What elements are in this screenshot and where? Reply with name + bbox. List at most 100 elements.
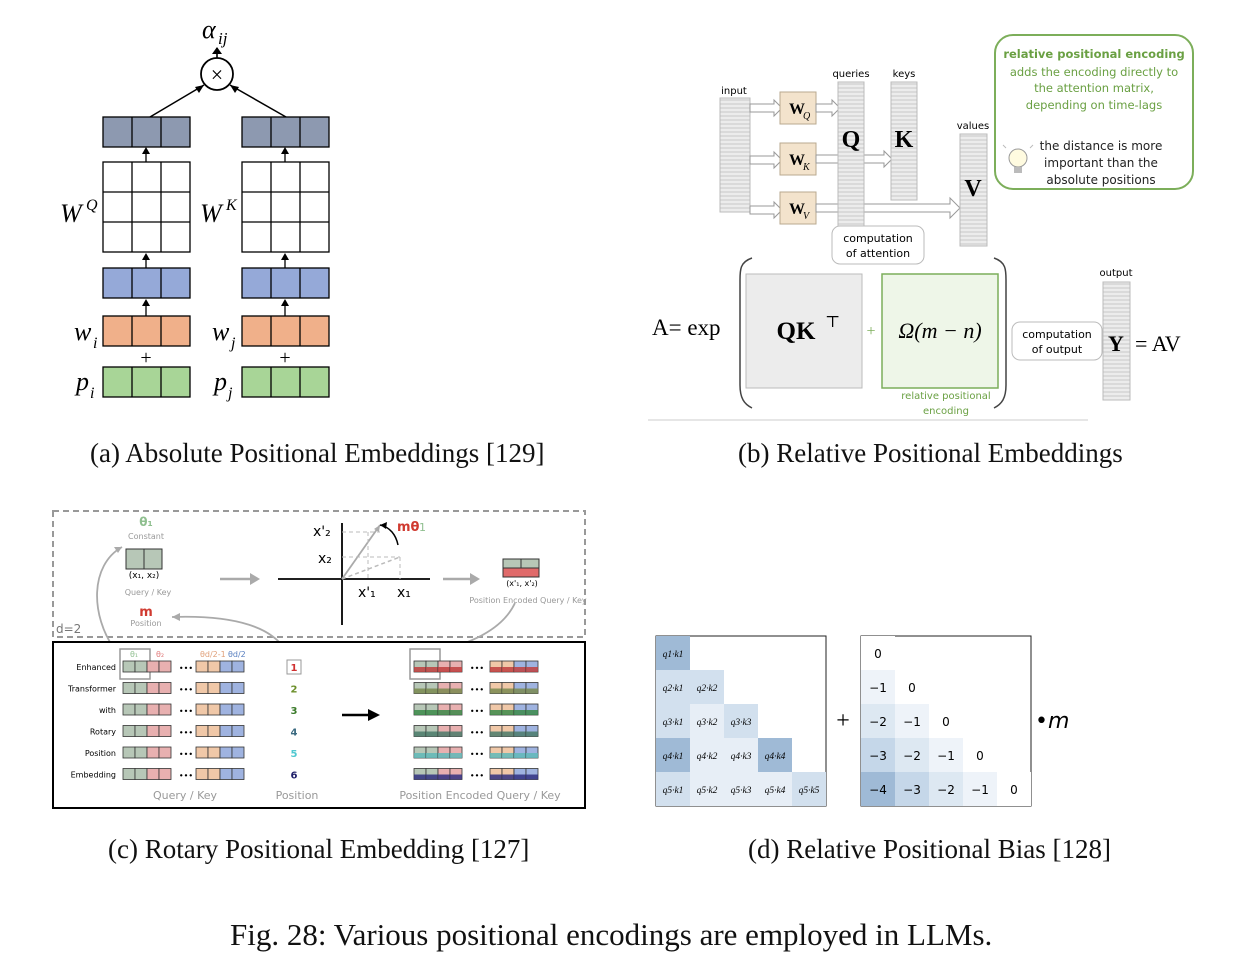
rope-input-cell: [134, 768, 148, 780]
bias-cell-label: −2: [903, 749, 921, 763]
rope-output-tint: [450, 688, 462, 694]
multiply-symbol: ×: [211, 62, 223, 87]
bias-cell-label: −2: [869, 715, 887, 729]
rope-ellipsis: •••: [179, 664, 193, 673]
rope-ellipsis: •••: [179, 729, 193, 738]
rope-word: Enhanced: [76, 663, 116, 672]
rope-ellipsis: •••: [179, 772, 193, 781]
rope-word: Embedding: [71, 771, 116, 780]
plus-green: +: [866, 323, 875, 340]
qk-cell-label: q4·k3: [731, 752, 752, 762]
word-embedding-j: [241, 315, 330, 347]
rope-output-tint: [438, 774, 450, 780]
qk-cell-label: q3·k3: [731, 718, 752, 728]
rope-word: Transformer: [67, 685, 117, 694]
qk-cell-label: q2·k2: [697, 684, 718, 694]
bias-cell: [861, 704, 895, 738]
rope-output-tint: [502, 774, 514, 780]
bias-cell: [895, 670, 929, 704]
rope-input-cell: [195, 703, 209, 716]
rope-input-cell: [158, 660, 172, 673]
panel-c-rotary-embedding: d=2 θ₁ Constant (x₁, x₂) Query / Key m P…: [52, 510, 587, 809]
rope-output-tint: [490, 753, 502, 758]
svg-text:(x₁, x₂): (x₁, x₂): [129, 571, 160, 581]
bias-cell: [861, 670, 895, 704]
svg-text:W: W: [789, 152, 805, 169]
rope-output-tint: [490, 667, 502, 672]
rope-input-cell: [134, 682, 148, 694]
position-embedding-j: [241, 366, 330, 398]
rope-ellipsis: •••: [179, 750, 193, 759]
rope-output-tint: [490, 731, 502, 737]
rope-output-tint: [514, 667, 526, 672]
bias-cell: [963, 772, 997, 806]
caption-d: (d) Relative Positional Bias [128]: [748, 834, 1111, 864]
rope-input-cell: [219, 746, 233, 759]
alpha-label: α: [202, 15, 217, 44]
bias-cell: [929, 704, 963, 738]
rope-input-cell: [146, 725, 160, 737]
rope-input-cell: [146, 768, 160, 780]
rope-input-cell: [231, 660, 245, 673]
rope-input-cell: [122, 768, 136, 780]
qk-cell: [690, 738, 724, 772]
rope-output-tint: [526, 731, 538, 737]
rope-output-tint: [450, 667, 462, 672]
svg-text:of output: of output: [1032, 343, 1083, 356]
rope-word: with: [99, 706, 116, 715]
rope-output-tint: [438, 688, 450, 694]
k-letter: K: [895, 127, 914, 153]
svg-text:x'₂: x'₂: [313, 524, 331, 540]
rope-output-tint: [414, 753, 426, 758]
wk-superscript: K: [225, 197, 238, 214]
rope-position: 5: [291, 749, 298, 760]
rope-input-cell: [207, 725, 221, 737]
svg-text:the attention matrix,: the attention matrix,: [1034, 81, 1154, 95]
qk-cell: [690, 670, 724, 704]
qk-cell: [724, 738, 758, 772]
svg-text:relative positional encoding: relative positional encoding: [1003, 47, 1184, 61]
rope-output-tint: [414, 710, 426, 715]
qk-cell-label: q3·k1: [663, 718, 684, 728]
rope-row: Enhanced•••1•••: [76, 659, 539, 675]
bias-cell: [861, 636, 895, 670]
rope-input-cell: [195, 725, 209, 737]
bias-cell-label: 0: [908, 681, 916, 695]
qk-cell-label: q5·k1: [663, 786, 684, 796]
rope-output-tint: [514, 753, 526, 758]
encoded-query-key-pair: [502, 558, 540, 578]
svg-text:x₂: x₂: [318, 551, 332, 567]
qk-cell: [792, 772, 826, 806]
svg-text:mθ: mθ: [397, 520, 420, 535]
plus-j: +: [279, 347, 290, 369]
svg-text:Position Encoded Query / Key: Position Encoded Query / Key: [469, 596, 587, 605]
rope-word: Rotary: [90, 728, 116, 737]
key-vector: [241, 116, 330, 148]
rope-ellipsis: •••: [470, 707, 484, 716]
equals-av: = AV: [1135, 331, 1181, 356]
rope-output-tint: [450, 710, 462, 715]
rope-input-cell: [207, 660, 221, 673]
svg-text:QK: QK: [777, 318, 816, 345]
rope-ellipsis: •••: [179, 686, 193, 695]
plus-i: +: [140, 347, 151, 369]
rope-output-tint: [414, 688, 426, 694]
svg-text:encoding: encoding: [923, 406, 969, 417]
values-label: values: [957, 121, 990, 132]
bias-cell-label: −3: [903, 783, 921, 797]
qk-cell-label: q2·k1: [663, 684, 684, 694]
rope-input-cell: [122, 725, 136, 737]
rope-row: Position•••5•••: [85, 746, 539, 760]
svg-text:θ₂: θ₂: [156, 650, 164, 659]
svg-text:important than the: important than the: [1044, 156, 1158, 170]
rope-ellipsis: •••: [179, 707, 193, 716]
rope-output-tint: [514, 710, 526, 715]
rope-output-tint: [450, 731, 462, 737]
rope-output-tint: [426, 710, 438, 715]
qk-cell: [724, 772, 758, 806]
rope-position: 4: [291, 728, 298, 739]
svg-text:W: W: [789, 101, 805, 118]
bias-cell-label: −1: [903, 715, 921, 729]
wi-subscript: i: [93, 335, 97, 352]
